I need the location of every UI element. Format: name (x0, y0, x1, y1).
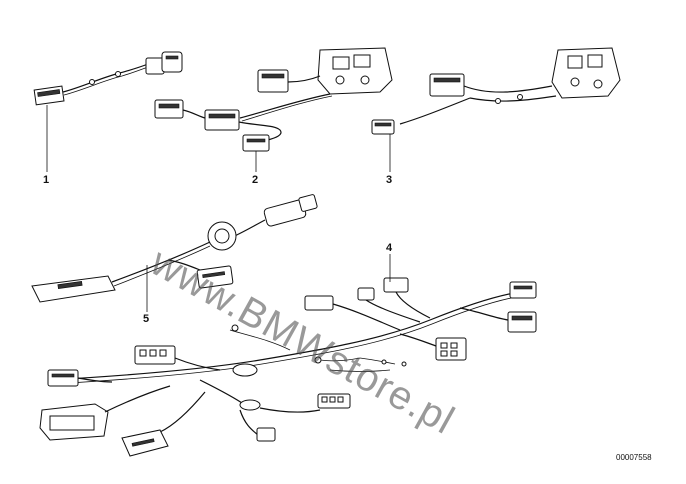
drawing-code: 00007558 (616, 453, 652, 462)
part-number-2: 2 (252, 174, 259, 186)
harness-part-5 (31, 194, 318, 312)
harness-part-2 (154, 47, 393, 172)
part-number-3: 3 (386, 174, 393, 186)
part-number-1: 1 (43, 174, 50, 186)
part-number-5: 5 (143, 313, 150, 325)
harness-part-4 (39, 254, 537, 457)
harness-part-1 (33, 51, 183, 172)
harness-part-3 (371, 47, 621, 172)
part-number-4: 4 (386, 242, 393, 254)
